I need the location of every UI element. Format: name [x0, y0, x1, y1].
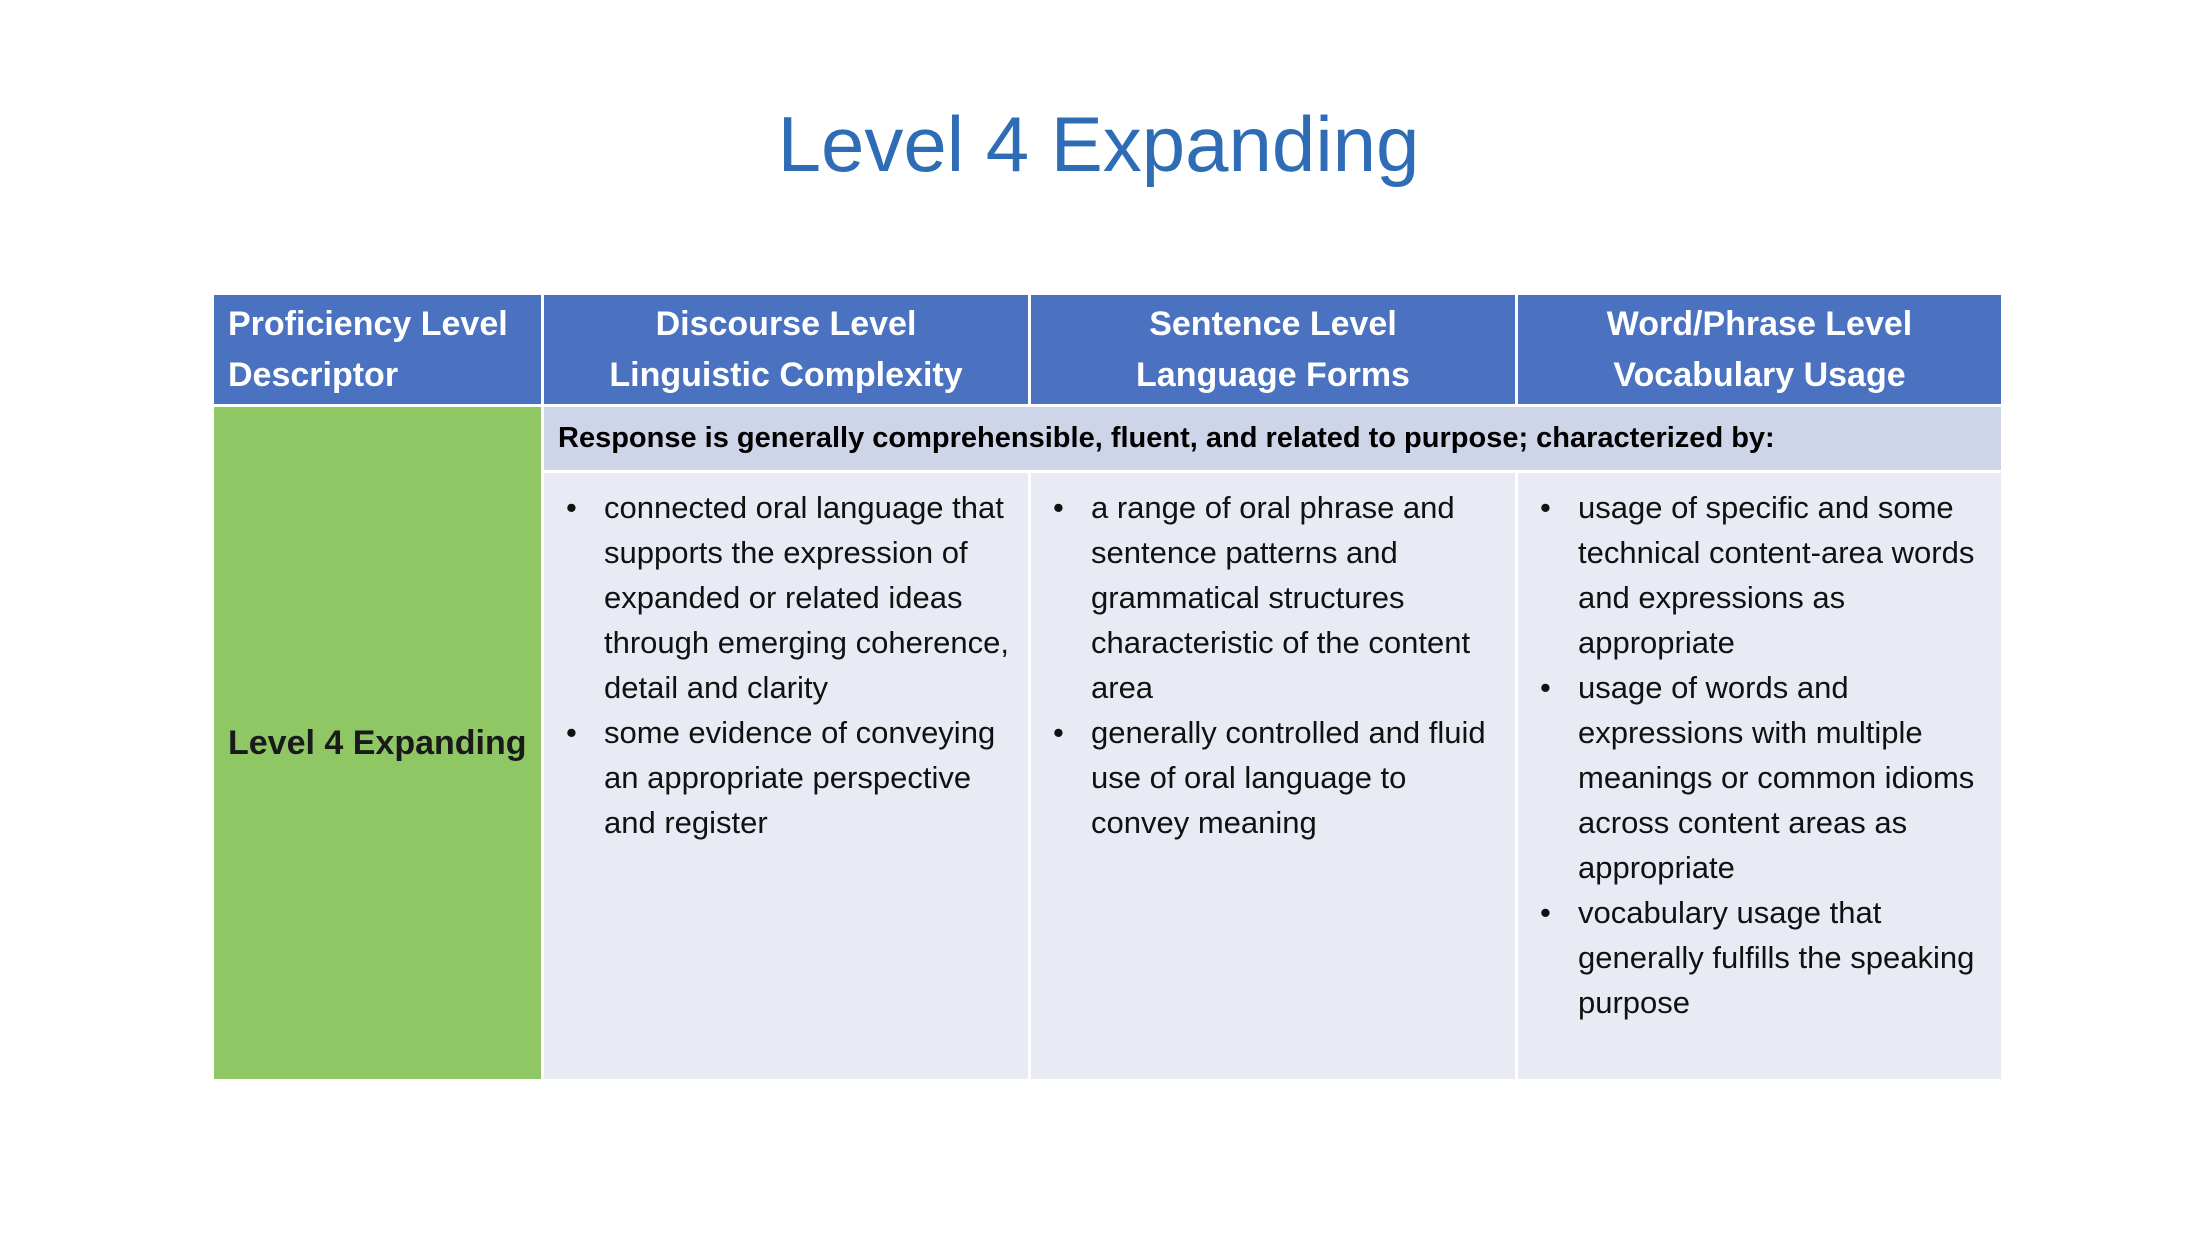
- summary-row: Level 4 Expanding Response is generally …: [211, 404, 2004, 1082]
- bullet-item: • some evidence of conveying an appropria…: [558, 710, 1014, 845]
- bullet-item: • connected oral language that supports t…: [558, 485, 1014, 710]
- bullet-icon: •: [1540, 670, 1551, 705]
- sentence-level-list: • a range of oral phrase and sentence pat…: [1045, 485, 1501, 845]
- discourse-level-cell: • connected oral language that supports t…: [541, 470, 1031, 1082]
- header-line: Word/Phrase Level: [1606, 304, 1913, 343]
- bullet-item: • usage of words and expressions with mul…: [1532, 665, 1987, 890]
- bullet-icon: •: [1053, 715, 1064, 750]
- header-line: Proficiency Level: [228, 304, 508, 343]
- bullet-text: connected oral language that supports th…: [604, 490, 1009, 705]
- header-line: Descriptor: [228, 355, 399, 394]
- header-line: Discourse Level: [655, 304, 917, 343]
- bullet-text: vocabulary usage that generally fulfills…: [1578, 895, 1975, 1020]
- bullet-text: some evidence of conveying an appropriat…: [604, 715, 996, 840]
- bullet-item: • vocabulary usage that generally fulfill…: [1532, 890, 1987, 1025]
- slide-title: Level 4 Expanding: [777, 100, 1420, 188]
- word-phrase-level-list: • usage of specific and some technical co…: [1532, 485, 1987, 1025]
- summary-cell: Response is generally comprehensible, fl…: [541, 404, 2004, 473]
- bullet-icon: •: [566, 490, 577, 525]
- header-line: Sentence Level: [1149, 304, 1397, 343]
- bullet-text: usage of words and expressions with mult…: [1578, 670, 1975, 885]
- discourse-level-list: • connected oral language that supports t…: [558, 485, 1014, 845]
- level-label-cell: Level 4 Expanding: [211, 404, 544, 1082]
- header-line: Vocabulary Usage: [1613, 355, 1906, 394]
- bullet-icon: •: [1540, 490, 1551, 525]
- bullet-text: a range of oral phrase and sentence patt…: [1091, 490, 1471, 705]
- word-phrase-level-cell: • usage of specific and some technical co…: [1515, 470, 2004, 1082]
- bullet-item: • a range of oral phrase and sentence pat…: [1045, 485, 1501, 710]
- detail-row: • connected oral language that supports t…: [213, 470, 2004, 1082]
- header-line: Language Forms: [1136, 355, 1410, 394]
- bullet-icon: •: [566, 715, 577, 750]
- bullet-icon: •: [1540, 895, 1551, 930]
- bullet-text: generally controlled and fluid use of or…: [1091, 715, 1486, 840]
- bullet-text: usage of specific and some technical con…: [1578, 490, 1975, 660]
- bullet-icon: •: [1053, 490, 1064, 525]
- bullet-item: • usage of specific and some technical co…: [1532, 485, 1987, 665]
- sentence-level-cell: • a range of oral phrase and sentence pat…: [1028, 470, 1518, 1082]
- header-line: Linguistic Complexity: [609, 355, 963, 394]
- bullet-item: • generally controlled and fluid use of o…: [1045, 710, 1501, 845]
